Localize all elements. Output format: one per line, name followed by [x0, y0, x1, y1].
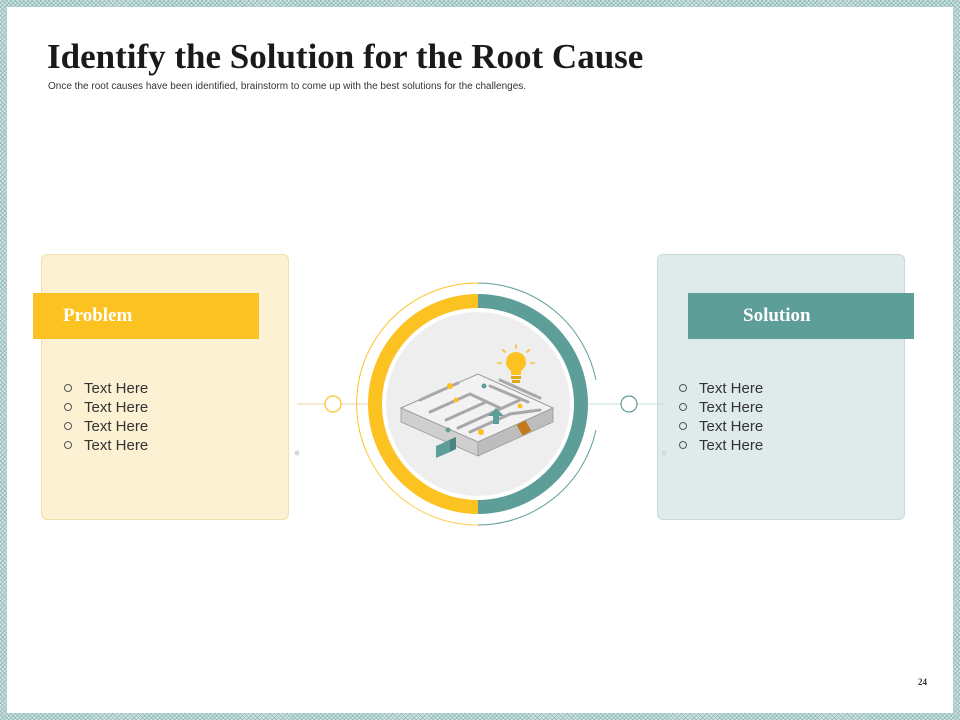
list-item: Text Here — [62, 398, 148, 417]
outer-arc-yellow — [356, 282, 479, 454]
problem-list: Text Here Text Here Text Here Text Here — [62, 379, 148, 455]
left-connector — [294, 395, 370, 456]
bullet-circle-icon — [64, 441, 72, 449]
ring-right-half — [478, 294, 588, 514]
list-item: Text Here — [677, 379, 763, 398]
solution-list: Text Here Text Here Text Here Text Here — [677, 379, 763, 455]
right-connector — [588, 395, 667, 456]
problem-banner: Problem — [33, 293, 259, 339]
list-item: Text Here — [677, 417, 763, 436]
list-item: Text Here — [62, 417, 148, 436]
page-number: 24 — [918, 677, 927, 687]
list-item: Text Here — [62, 379, 148, 398]
bullet-circle-icon — [64, 422, 72, 430]
bullet-circle-icon — [679, 403, 687, 411]
bullet-circle-icon — [64, 403, 72, 411]
slide-subtitle: Once the root causes have been identifie… — [48, 81, 527, 92]
bullet-circle-icon — [679, 422, 687, 430]
ring-left-half — [368, 294, 478, 514]
maze-icon — [399, 373, 555, 458]
slide-title: Identify the Solution for the Root Cause — [47, 37, 644, 76]
list-item: Text Here — [62, 436, 148, 455]
bullet-circle-icon — [679, 384, 687, 392]
lightbulb-icon — [497, 344, 535, 383]
list-item: Text Here — [677, 436, 763, 455]
solution-banner: Solution — [688, 293, 914, 339]
list-item: Text Here — [677, 398, 763, 417]
bullet-circle-icon — [64, 384, 72, 392]
bullet-circle-icon — [679, 441, 687, 449]
outer-arc-teal — [477, 282, 597, 381]
